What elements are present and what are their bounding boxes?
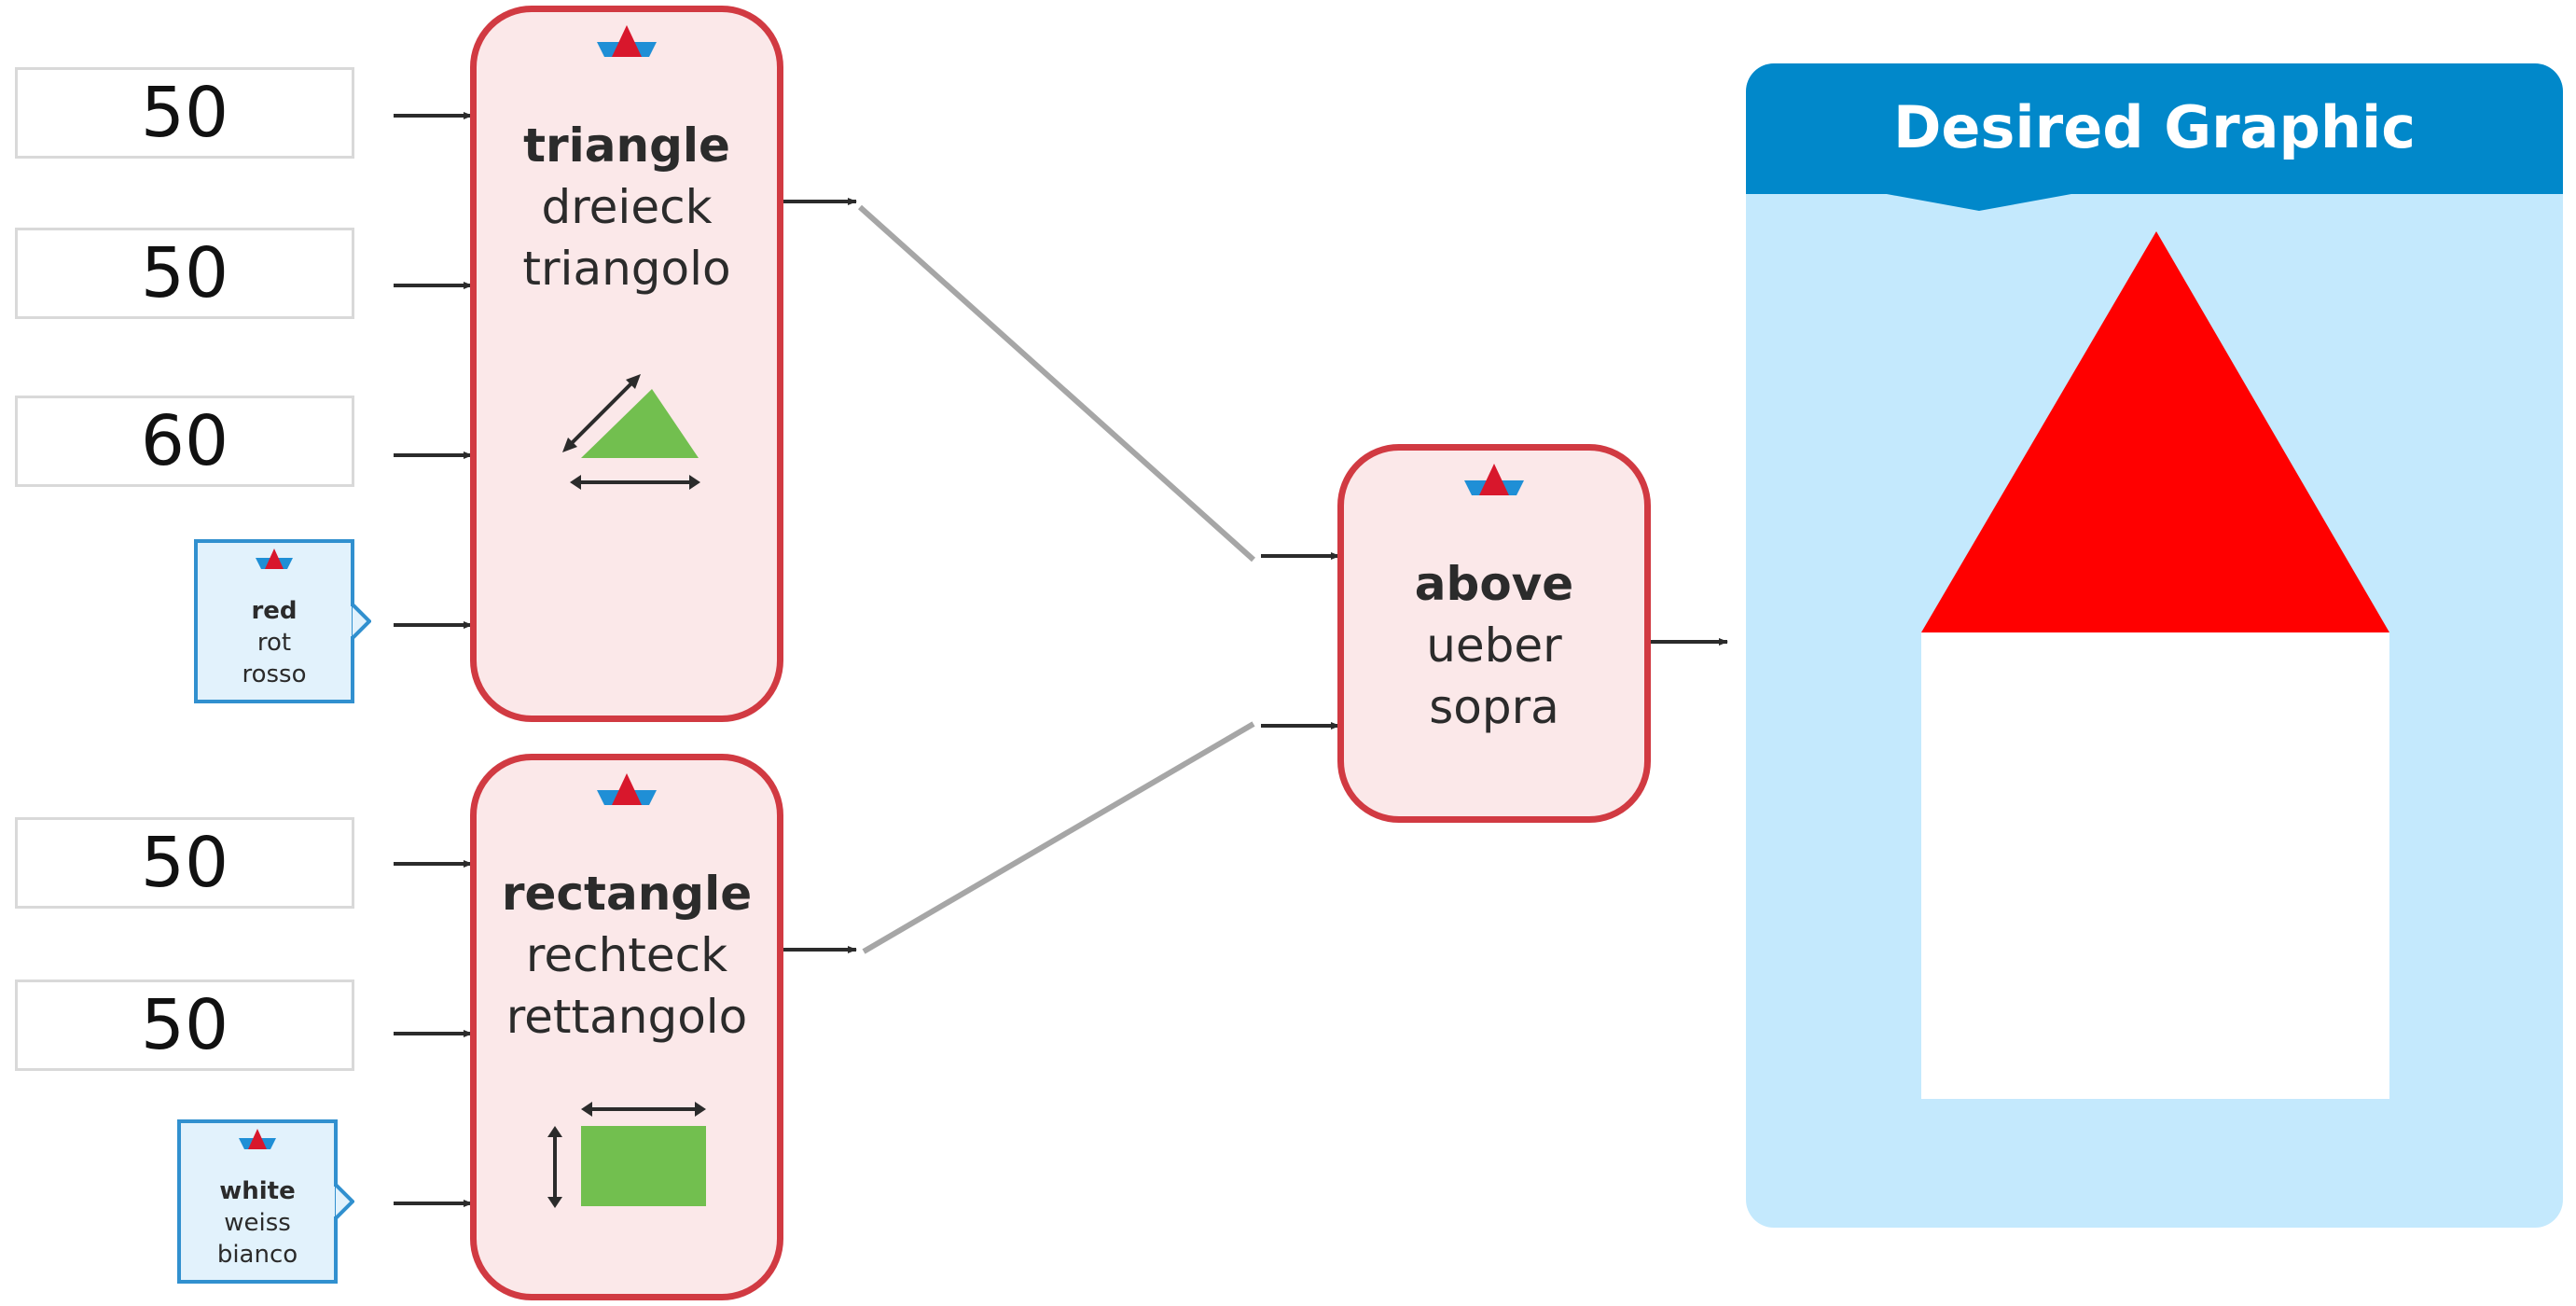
function-name-it: rettangolo (506, 990, 748, 1044)
color-name-en: red (251, 597, 298, 625)
wordsalad-logo-icon (597, 773, 657, 805)
pointer-notch (351, 601, 371, 642)
function-block-above[interactable]: above ueber sopra (1337, 444, 1651, 823)
input-box-rectangle-arg-2[interactable]: 50 (15, 980, 354, 1071)
function-name-de: dreieck (541, 180, 713, 234)
function-name-de: ueber (1426, 618, 1562, 673)
color-name-it: rosso (242, 660, 307, 688)
function-name-it: triangolo (522, 242, 731, 296)
wordsalad-logo-icon (256, 549, 293, 569)
input-box-triangle-arg-3[interactable]: 60 (15, 396, 354, 487)
function-name-de: rechteck (525, 928, 728, 982)
input-box-rectangle-arg-1[interactable]: 50 (15, 817, 354, 909)
connector-triangle-to-above (857, 204, 1256, 563)
color-input-white[interactable]: white weiss bianco (177, 1119, 354, 1284)
triangle-shape-icon (562, 374, 700, 490)
output-panel: Desired Graphic (1746, 63, 2563, 1228)
wordsalad-logo-icon (597, 25, 657, 57)
house-roof-red-triangle (1921, 231, 2389, 632)
header-pointer (1877, 192, 2082, 211)
color-name-de: rot (256, 629, 292, 657)
connector-rectangle-to-above (862, 721, 1255, 954)
color-name-it: bianco (216, 1241, 298, 1269)
function-name-it: sopra (1429, 680, 1559, 734)
input-box-triangle-arg-1[interactable]: 50 (15, 67, 354, 159)
output-panel-title: Desired Graphic (1892, 93, 2417, 161)
function-block-rectangle[interactable]: rectangle rechteck rettangolo (470, 754, 783, 1300)
color-name-en: white (219, 1177, 296, 1205)
function-block-triangle[interactable]: triangle dreieck triangolo (470, 6, 783, 722)
function-name-en: rectangle (501, 867, 753, 921)
color-name-de: weiss (224, 1209, 291, 1237)
house-body-white-rectangle (1921, 632, 2389, 1099)
rectangle-shape-icon (547, 1102, 706, 1208)
output-panel-header: Desired Graphic (1746, 63, 2563, 194)
function-name-en: above (1414, 557, 1574, 611)
pointer-notch (334, 1181, 354, 1222)
input-box-triangle-arg-2[interactable]: 50 (15, 228, 354, 319)
desired-graphic (1921, 231, 2389, 1099)
wordsalad-logo-icon (1464, 464, 1524, 495)
color-input-red[interactable]: red rot rosso (194, 539, 371, 703)
wordsalad-logo-icon (239, 1129, 276, 1149)
function-name-en: triangle (523, 118, 730, 173)
